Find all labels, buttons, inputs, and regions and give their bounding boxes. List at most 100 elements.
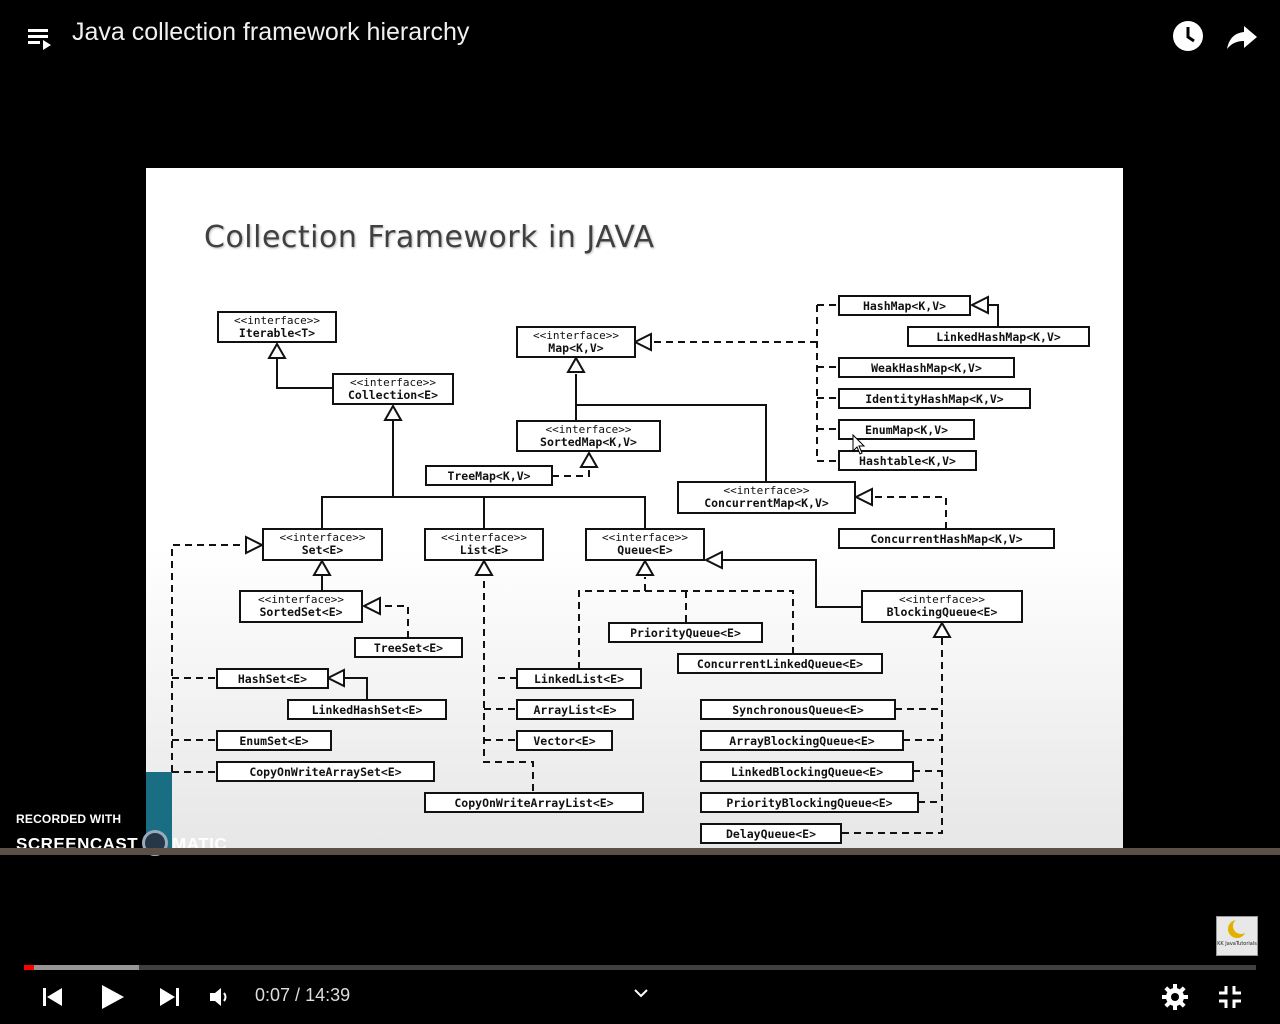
class-node-hashtable: Hashtable<K,V> bbox=[838, 450, 977, 471]
progress-buffered bbox=[24, 965, 139, 970]
class-name: Queue<E> bbox=[617, 543, 672, 557]
class-name: PriorityBlockingQueue<E> bbox=[726, 796, 892, 810]
class-name: EnumSet<E> bbox=[239, 734, 308, 748]
connector-line bbox=[841, 638, 943, 834]
class-node-array-blocking-queue: ArrayBlockingQueue<E> bbox=[700, 730, 904, 751]
class-name: Hashtable<K,V> bbox=[859, 454, 956, 468]
play-icon[interactable] bbox=[97, 982, 127, 1012]
connector-line bbox=[872, 496, 947, 529]
class-node-priority-queue: PriorityQueue<E> bbox=[608, 622, 763, 643]
class-name: IdentityHashMap<K,V> bbox=[865, 392, 1004, 406]
moon-logo-icon bbox=[1228, 918, 1249, 938]
volume-icon[interactable] bbox=[208, 986, 232, 1008]
class-node-linked-list: LinkedList<E> bbox=[516, 668, 642, 689]
class-name: Iterable<T> bbox=[239, 326, 315, 340]
class-node-identity-hash-map: IdentityHashMap<K,V> bbox=[838, 388, 1031, 409]
class-name: ConcurrentLinkedQueue<E> bbox=[697, 657, 863, 671]
class-node-concurrent-map: <<interface>>ConcurrentMap<K,V> bbox=[677, 481, 856, 514]
class-name: TreeSet<E> bbox=[374, 641, 443, 655]
chevron-down-icon[interactable] bbox=[632, 986, 650, 1000]
clock-icon[interactable] bbox=[1170, 18, 1206, 54]
class-node-enum-set: EnumSet<E> bbox=[216, 730, 332, 751]
class-node-sorted-set: <<interface>>SortedSet<E> bbox=[239, 590, 363, 623]
stereotype-label: <<interface>> bbox=[533, 329, 619, 342]
stereotype-label: <<interface>> bbox=[602, 531, 688, 544]
stereotype-label: <<interface>> bbox=[258, 593, 344, 606]
class-node-linked-hash-map: LinkedHashMap<K,V> bbox=[907, 326, 1090, 347]
stereotype-label: <<interface>> bbox=[441, 531, 527, 544]
video-title[interactable]: Java collection framework hierarchy bbox=[72, 18, 470, 46]
class-node-array-list: ArrayList<E> bbox=[516, 699, 634, 720]
inheritance-arrow bbox=[383, 403, 403, 421]
connector-line bbox=[380, 605, 409, 638]
time-display: 0:07 / 14:39 bbox=[255, 985, 351, 1005]
class-node-hash-map: HashMap<K,V> bbox=[838, 295, 971, 316]
inheritance-arrow bbox=[566, 355, 586, 373]
class-name: CopyOnWriteArraySet<E> bbox=[249, 765, 401, 779]
exit-fullscreen-icon[interactable] bbox=[1216, 983, 1244, 1011]
previous-icon[interactable] bbox=[40, 984, 66, 1010]
class-name: HashSet<E> bbox=[238, 672, 307, 686]
class-node-hash-set: HashSet<E> bbox=[216, 668, 329, 689]
playlist-icon[interactable] bbox=[26, 24, 54, 52]
class-name: ArrayList<E> bbox=[533, 703, 616, 717]
class-name: TreeMap<K,V> bbox=[447, 469, 530, 483]
share-icon[interactable] bbox=[1224, 18, 1260, 54]
class-node-linked-blocking-queue: LinkedBlockingQueue<E> bbox=[700, 761, 914, 782]
connector-line bbox=[552, 468, 590, 477]
class-name: PriorityQueue<E> bbox=[630, 626, 741, 640]
inheritance-arrow bbox=[312, 558, 332, 576]
class-name: CopyOnWriteArrayList<E> bbox=[454, 796, 613, 810]
class-node-tree-set: TreeSet<E> bbox=[354, 637, 463, 658]
class-node-list: <<interface>>List<E> bbox=[424, 528, 544, 561]
class-node-synchronous-queue: SynchronousQueue<E> bbox=[700, 699, 896, 720]
class-node-vector: Vector<E> bbox=[516, 730, 613, 751]
channel-logo[interactable]: KK JavaTutorials bbox=[1216, 916, 1258, 956]
class-name: BlockingQueue<E> bbox=[887, 605, 998, 619]
stereotype-label: <<interface>> bbox=[545, 423, 631, 436]
class-node-copy-on-write-array-list: CopyOnWriteArrayList<E> bbox=[424, 792, 644, 813]
class-name: WeakHashMap<K,V> bbox=[871, 361, 982, 375]
class-node-copy-on-write-array-set: CopyOnWriteArraySet<E> bbox=[216, 761, 435, 782]
duration: 14:39 bbox=[305, 985, 351, 1005]
class-node-tree-map: TreeMap<K,V> bbox=[425, 465, 553, 486]
class-name: LinkedHashSet<E> bbox=[312, 703, 423, 717]
class-name: Vector<E> bbox=[533, 734, 595, 748]
class-name: List<E> bbox=[460, 543, 509, 557]
class-name: SortedSet<E> bbox=[259, 605, 342, 619]
collection-hierarchy-diagram: <<interface>>Iterable<T><<interface>>Col… bbox=[171, 295, 1090, 844]
gear-icon[interactable] bbox=[1161, 983, 1189, 1011]
inheritance-arrow bbox=[361, 596, 381, 616]
class-name: ArrayBlockingQueue<E> bbox=[729, 734, 874, 748]
video-top-bar: Java collection framework hierarchy bbox=[0, 0, 1280, 72]
inheritance-arrow bbox=[579, 450, 599, 468]
progress-played bbox=[24, 965, 34, 970]
class-name: LinkedBlockingQueue<E> bbox=[731, 765, 883, 779]
slide: Collection Framework in JAVA <<interface… bbox=[146, 168, 1123, 855]
inheritance-arrow bbox=[267, 341, 287, 359]
mouse-cursor-icon bbox=[852, 433, 866, 455]
class-name: LinkedHashMap<K,V> bbox=[936, 330, 1061, 344]
stereotype-label: <<interface>> bbox=[723, 484, 809, 497]
progress-bar[interactable] bbox=[24, 965, 1256, 970]
watermark-line1: RECORDED WITH bbox=[16, 812, 122, 826]
inheritance-arrow bbox=[632, 332, 652, 352]
connector-line bbox=[722, 559, 862, 608]
inheritance-arrow bbox=[635, 558, 655, 576]
inheritance-arrow bbox=[853, 487, 873, 507]
connector-line bbox=[344, 677, 368, 700]
class-name: Collection<E> bbox=[348, 388, 438, 402]
inheritance-arrow bbox=[474, 558, 494, 576]
inheritance-arrow bbox=[969, 295, 989, 315]
class-name: DelayQueue<E> bbox=[726, 827, 816, 841]
class-node-sorted-map: <<interface>>SortedMap<K,V> bbox=[516, 420, 661, 452]
connector-line bbox=[576, 404, 767, 482]
class-name: SortedMap<K,V> bbox=[540, 435, 637, 449]
class-node-blocking-queue: <<interface>>BlockingQueue<E> bbox=[861, 590, 1023, 623]
class-node-priority-blocking-queue: PriorityBlockingQueue<E> bbox=[700, 792, 919, 813]
next-icon[interactable] bbox=[156, 984, 182, 1010]
stereotype-label: <<interface>> bbox=[350, 376, 436, 389]
current-time: 0:07 bbox=[255, 985, 291, 1005]
connector-line bbox=[816, 305, 839, 462]
